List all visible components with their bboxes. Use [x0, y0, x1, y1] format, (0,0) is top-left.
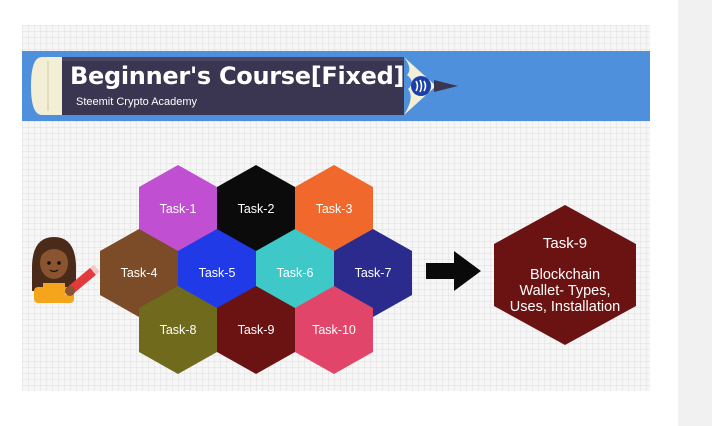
task-hexagon-4: Task-4: [100, 229, 178, 317]
task-hexagon-3: Task-3: [295, 165, 373, 253]
task-hexagon-shape: [295, 286, 373, 374]
task-hexagon-label: Task-3: [316, 202, 353, 216]
task-hexagon-9: Task-9: [217, 286, 295, 374]
task-hexagon-shape: [139, 286, 217, 374]
task-hexagon-8: Task-8: [139, 286, 217, 374]
task-hexagon-label: Task-10: [312, 323, 356, 337]
highlight-task-card: Task-9 Blockchain Wallet- Types, Uses, I…: [494, 205, 636, 345]
task-hexagon-1: Task-1: [139, 165, 217, 253]
task-hexagon-label: Task-7: [355, 266, 392, 280]
banner-subtitle: Steemit Crypto Academy: [76, 96, 198, 108]
task-hexagon-label: Task-6: [277, 266, 314, 280]
task-hexagon-shape: [178, 229, 256, 317]
highlight-title: Task-9: [543, 235, 587, 252]
task-hexagon-5: Task-5: [178, 229, 256, 317]
task-hexagon-2: Task-2: [217, 165, 295, 253]
task-hexagon-label: Task-5: [199, 266, 236, 280]
highlight-line-3: Uses, Installation: [510, 299, 620, 315]
task-hexagon-label: Task-4: [121, 266, 158, 280]
task-hexagon-shape: [256, 229, 334, 317]
task-hexagon-shape: [217, 286, 295, 374]
task-hexagon-10: Task-10: [295, 286, 373, 374]
pencil-graphic: [31, 57, 458, 115]
task-hexagon-label: Task-8: [160, 323, 197, 337]
side-panel: [678, 0, 712, 426]
task-hexagon-label: Task-9: [238, 323, 275, 337]
arrow-right-icon: [426, 251, 481, 291]
highlight-line-2: Wallet- Types,: [519, 283, 610, 299]
steemit-logo-icon: [411, 76, 431, 96]
task-hexagon-6: Task-6: [256, 229, 334, 317]
task-hexagon-7: Task-7: [334, 229, 412, 317]
task-hexagon-shape: [334, 229, 412, 317]
task-hexagon-shape: [295, 165, 373, 253]
highlight-line-1: Blockchain: [530, 267, 600, 283]
pencil-eraser: [31, 57, 62, 115]
task-hexagon-shape: [217, 165, 295, 253]
student-with-pencil-icon: [32, 237, 100, 303]
task-hexagon-shape: [139, 165, 217, 253]
course-graphic: Beginner's Course[Fixed] Steemit Crypto …: [22, 25, 650, 391]
task-hexagon-label: Task-2: [238, 202, 275, 216]
pencil-body: [62, 57, 404, 115]
task-hexagon-label: Task-1: [160, 202, 197, 216]
banner-title: Beginner's Course[Fixed]: [70, 62, 405, 90]
task-hexagon-shape: [100, 229, 178, 317]
